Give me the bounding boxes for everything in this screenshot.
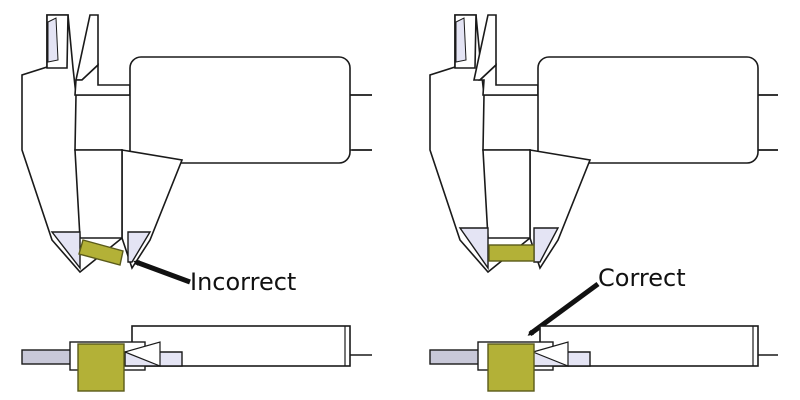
- fixed-jaw-top-tip-shade-right: [455, 17, 467, 63]
- sliding-jaw-face: [127, 231, 152, 263]
- jaw-gap-right: [482, 149, 531, 239]
- sliding-jaw-neck-right: [477, 63, 539, 96]
- slider-window-right: [537, 56, 759, 164]
- correct-panel: Correct: [429, 14, 778, 392]
- fixed-jaw-top-tip-shade: [47, 17, 59, 63]
- slider-window: [129, 56, 351, 164]
- tilted-sample: [78, 239, 124, 266]
- incorrect-arrow: [133, 259, 191, 285]
- incorrect-label: Incorrect: [190, 268, 296, 296]
- sliding-jaw-neck: [74, 63, 131, 96]
- bottom-sample-incorrect: [77, 343, 125, 392]
- flat-sample: [488, 244, 535, 262]
- correct-bottom-view: [429, 325, 778, 392]
- jaw-gap: [74, 149, 123, 239]
- correct-label: Correct: [598, 264, 686, 292]
- fixed-jaw-face: [50, 231, 81, 271]
- incorrect-panel: Incorrect: [21, 14, 372, 392]
- incorrect-bottom-view: [21, 325, 372, 392]
- bottom-sample-correct: [487, 343, 535, 392]
- fixed-jaw-face-right: [458, 227, 489, 271]
